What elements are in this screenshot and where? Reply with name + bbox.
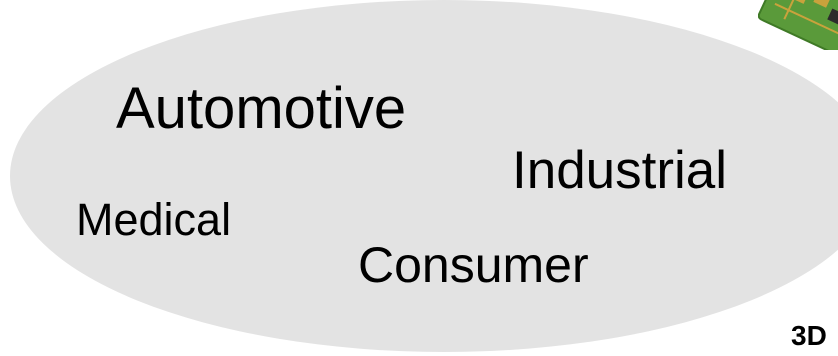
word-consumer: Consumer bbox=[358, 237, 589, 293]
word-automotive: Automotive bbox=[116, 76, 407, 141]
word-medical: Medical bbox=[76, 194, 232, 245]
gray-ellipse bbox=[10, 0, 838, 352]
corner-label-3d: 3D bbox=[791, 320, 827, 351]
word-industrial: Industrial bbox=[512, 141, 728, 200]
circuit-board-icon bbox=[758, 0, 838, 50]
